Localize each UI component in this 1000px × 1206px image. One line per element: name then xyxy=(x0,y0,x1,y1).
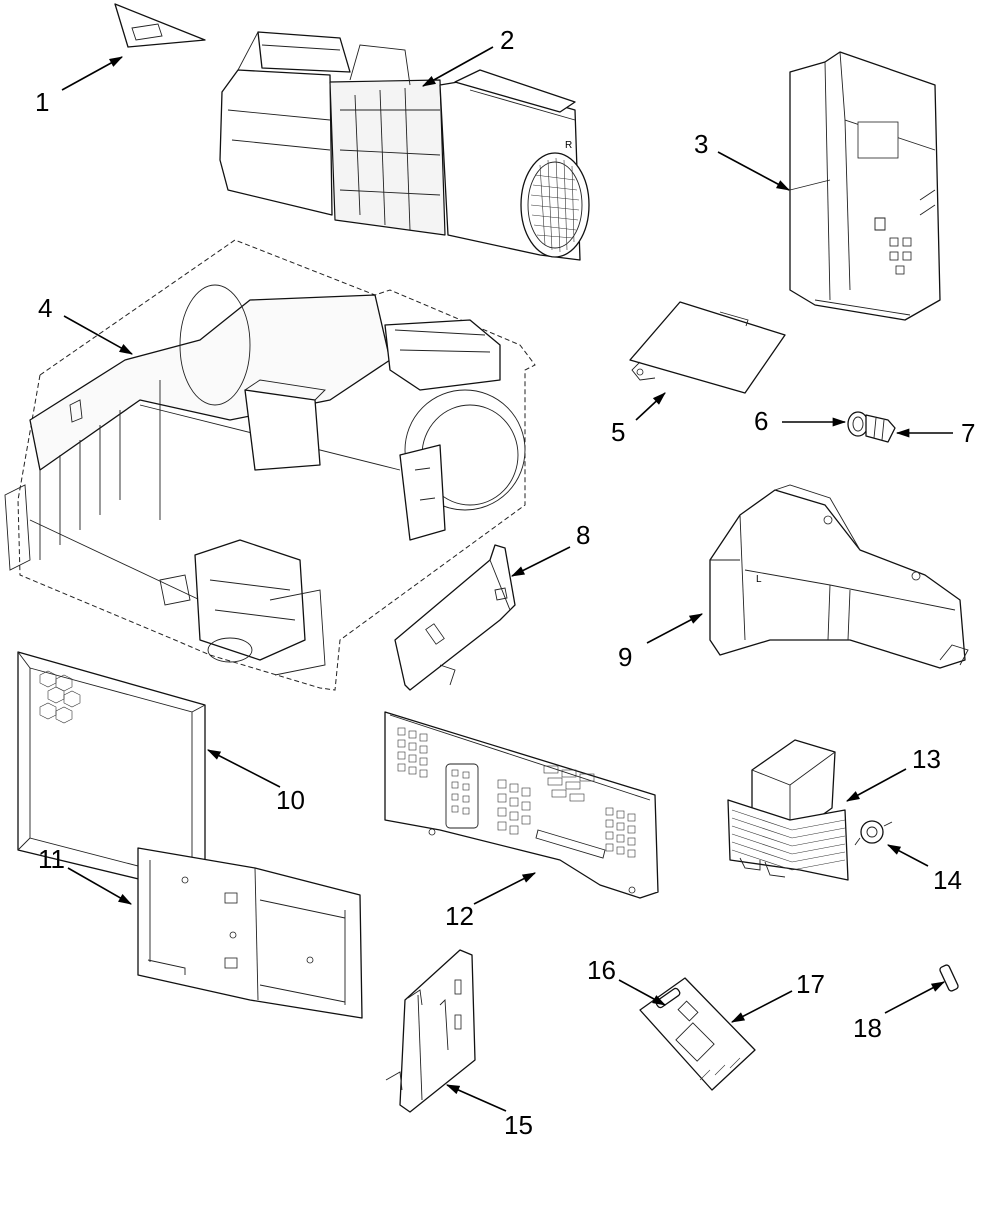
part-13-transformer[interactable] xyxy=(727,739,849,881)
callout-5: 5 xyxy=(611,417,625,447)
callout-8: 8 xyxy=(576,520,590,550)
part-4-main-housing[interactable] xyxy=(4,239,536,691)
callout-4: 4 xyxy=(38,293,52,323)
part-15-switch-bracket[interactable] xyxy=(385,949,476,1113)
callout-18: 18 xyxy=(853,1013,882,1043)
fan-side-mark: R xyxy=(565,140,572,151)
callout-7: 7 xyxy=(961,418,975,448)
part-12-control-panel[interactable] xyxy=(384,711,659,899)
callout-14: 14 xyxy=(933,865,962,895)
part-9-air-duct[interactable]: L xyxy=(709,484,969,669)
callout-10: 10 xyxy=(276,785,305,815)
callout-17: 17 xyxy=(796,969,825,999)
callout-6: 6 xyxy=(754,406,768,436)
part-1-tag[interactable] xyxy=(114,3,206,48)
callout-9: 9 xyxy=(618,642,632,672)
part-5-cover-plate[interactable] xyxy=(629,301,786,394)
callout-13: 13 xyxy=(912,744,941,774)
part-11-back-panel[interactable] xyxy=(137,847,363,1019)
callout-15: 15 xyxy=(504,1110,533,1140)
callout-3: 3 xyxy=(694,129,708,159)
callout-12: 12 xyxy=(445,901,474,931)
callout-2: 2 xyxy=(500,25,514,55)
part-3-side-bracket[interactable] xyxy=(789,51,941,321)
part-6-lamp-bulb[interactable] xyxy=(847,411,869,437)
callout-1: 1 xyxy=(35,87,49,117)
part-14-thermostat[interactable] xyxy=(854,820,893,846)
duct-side-mark: L xyxy=(756,574,762,585)
callout-16: 16 xyxy=(587,955,616,985)
part-18-small-fuse[interactable] xyxy=(939,964,959,992)
part-8-mounting-bracket[interactable] xyxy=(394,544,516,691)
part-17-circuit-board[interactable] xyxy=(639,977,756,1091)
leader-lines xyxy=(61,46,953,1112)
callout-labels: 1 2 3 4 5 6 7 8 9 10 11 12 13 14 15 16 1… xyxy=(35,25,975,1140)
part-7-lamp-socket[interactable] xyxy=(865,414,896,443)
callout-11: 11 xyxy=(38,844,65,874)
part-2-blower-assembly[interactable]: R xyxy=(219,31,590,261)
